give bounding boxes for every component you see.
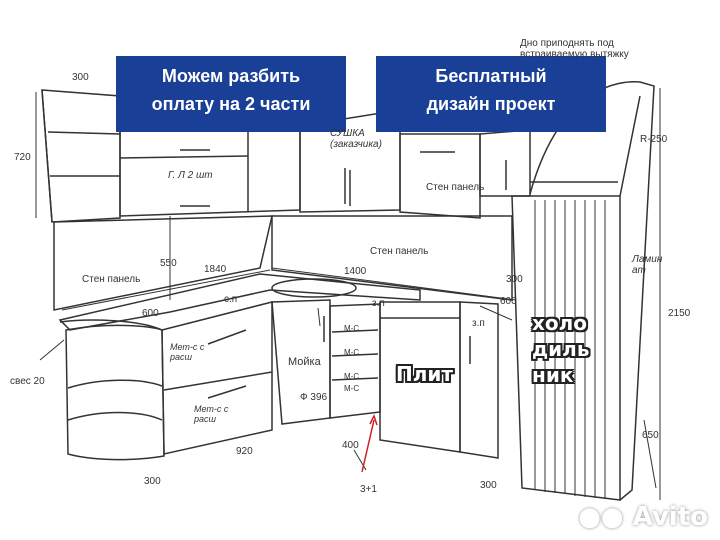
label-sink: Мойка xyxy=(288,356,321,368)
label-met-1-line1: Мет-с с xyxy=(170,342,205,352)
banner-installment-line2: оплату на 2 части xyxy=(151,94,311,114)
fridge-fluted-panel xyxy=(534,200,606,499)
label-wall-panel-left: Стен панель xyxy=(82,274,141,285)
dim-1400: 1400 xyxy=(344,266,367,277)
top-note-line2: встраиваемую вытяжку xyxy=(520,49,629,60)
lower-cabinets-left xyxy=(65,301,273,461)
label-f396: Ф 396 xyxy=(300,392,328,403)
label-fridge-overlay: холо диль ник xyxy=(532,310,589,388)
label-laminate: Ламин ат xyxy=(632,254,662,276)
upper-cabinets-right xyxy=(299,109,531,219)
radius-r250: R-250 xyxy=(640,134,668,145)
label-met-1-line2: расш xyxy=(170,352,192,362)
top-note: Дно приподнять под встраиваемую вытяжку xyxy=(520,38,629,60)
dim-600-mid: 600 xyxy=(500,296,517,307)
label-met-1: Мет-с с расш xyxy=(170,342,204,362)
label-zp-2: з.п xyxy=(472,318,485,329)
dim-400: 400 xyxy=(342,440,359,451)
label-sushka-line1: СУШКА xyxy=(330,128,365,139)
banner-free-design: Бесплатный дизайн проект xyxy=(376,56,606,132)
label-sp: с.п xyxy=(224,294,238,305)
banner-free-design-line2: дизайн проект xyxy=(426,94,556,114)
dim-300-right: 300 xyxy=(506,274,523,285)
fridge-column xyxy=(511,80,655,501)
dim-300-top: 300 xyxy=(72,72,89,83)
upper-open-shelf xyxy=(41,89,121,223)
dim-300-bottom-right: 300 xyxy=(480,480,497,491)
label-met-2: Мет-с с расш xyxy=(194,404,228,424)
label-stove-overlay: Плит xyxy=(396,362,453,386)
avito-logo-icon: ●● xyxy=(578,502,624,532)
label-met-2-line1: Мет-с с xyxy=(194,404,229,414)
label-sushka: СУШКА (заказчика) xyxy=(330,128,382,150)
label-three-plus-one: 3+1 xyxy=(360,484,377,495)
label-fridge-line2: диль xyxy=(532,337,590,361)
dim-600-left: 600 xyxy=(142,308,159,319)
banner-installment: Можем разбить оплату на 2 части xyxy=(116,56,346,132)
label-mc-2: М-С xyxy=(344,348,360,357)
dim-300-bottom-left: 300 xyxy=(144,476,161,487)
dim-920: 920 xyxy=(236,446,253,457)
avito-watermark: ●● Avito xyxy=(578,502,708,532)
avito-watermark-text: Avito xyxy=(632,502,708,532)
dim-550: 550 xyxy=(160,258,177,269)
dim-720: 720 xyxy=(14,152,31,163)
label-laminate-line2: ат xyxy=(632,265,646,276)
banner-free-design-line1: Бесплатный xyxy=(435,66,547,86)
dim-1840: 1840 xyxy=(204,264,227,275)
label-wall-panel-right: Стен панель xyxy=(370,246,429,257)
pointer-arrow xyxy=(361,414,378,473)
banner-installment-line1: Можем разбить xyxy=(161,66,301,86)
label-fridge-line1: холо xyxy=(532,311,588,335)
dim-650: 650 xyxy=(642,430,659,441)
label-fridge-line3: ник xyxy=(532,363,574,387)
label-mc-4: М-С xyxy=(344,384,360,393)
label-mc-3: М-С xyxy=(344,372,360,381)
oven-cabinet xyxy=(379,301,499,459)
wall-panels xyxy=(53,215,513,311)
label-zp-1: з.п xyxy=(372,298,385,309)
dim-2150: 2150 xyxy=(668,308,691,319)
label-met-2-line2: расш xyxy=(194,414,216,424)
label-wall-panel-mid: Стен панель xyxy=(426,182,485,193)
label-gl: Г. Л 2 шт xyxy=(168,170,213,181)
label-mc-1: М-С xyxy=(344,324,360,333)
label-laminate-line1: Ламин xyxy=(632,254,663,265)
top-note-line1: Дно приподнять под xyxy=(520,38,614,49)
label-overhang: свес 20 xyxy=(10,376,45,387)
label-sushka-line2: (заказчика) xyxy=(330,139,382,150)
